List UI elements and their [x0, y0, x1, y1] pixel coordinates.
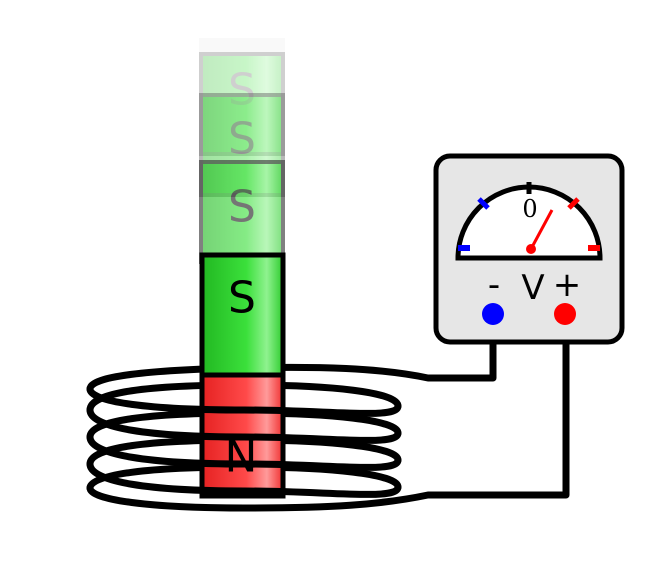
- dial-tick-negative: [477, 197, 490, 210]
- coil-loop-front: [86, 385, 402, 417]
- ghost-south-label: S: [228, 182, 256, 233]
- magnet-south-pole: [199, 252, 286, 378]
- minus-label: -: [488, 265, 500, 305]
- voltmeter-dial: [455, 184, 603, 261]
- coil-loop-front: [86, 433, 402, 471]
- plus-label: +: [553, 265, 582, 305]
- needle: [529, 209, 554, 250]
- negative-terminal[interactable]: [482, 303, 504, 325]
- needle-pivot: [526, 244, 536, 254]
- bar-magnet[interactable]: S N: [199, 252, 286, 499]
- unit-label: V: [521, 268, 544, 308]
- ghost-south-label: S: [228, 114, 256, 165]
- positive-terminal[interactable]: [554, 303, 576, 325]
- magnet-ghost-3: [199, 38, 285, 52]
- coil-front: [86, 385, 432, 512]
- coil-loop-front: [86, 484, 432, 512]
- wire-positive: [428, 315, 570, 499]
- voltmeter: 0 - V +: [433, 153, 625, 345]
- coil-loop-front: [86, 460, 402, 498]
- dial-tick-positive: [567, 197, 580, 210]
- coil-loop-front: [86, 406, 402, 444]
- magnet-ghost-0: S: [199, 160, 285, 264]
- south-pole-label: S: [228, 273, 256, 324]
- dial-zero-label: 0: [522, 195, 537, 223]
